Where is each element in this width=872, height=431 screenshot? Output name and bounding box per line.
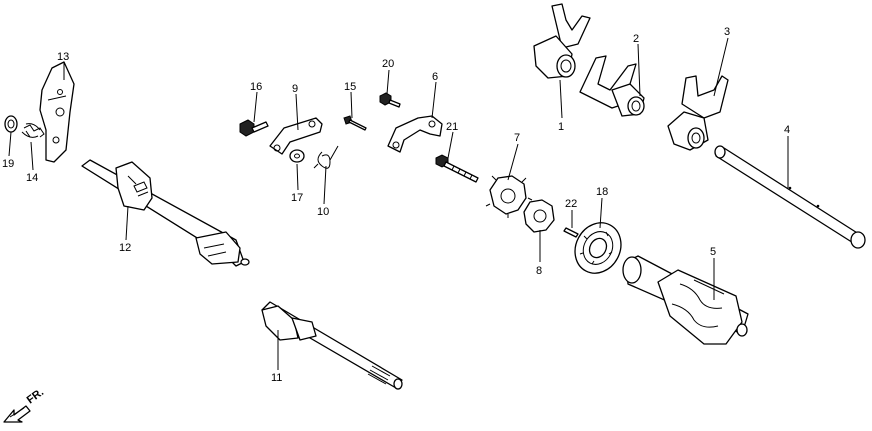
- part-1-shift-fork: [533, 3, 591, 79]
- arrow-left-down-icon: [3, 405, 31, 423]
- part-10-spring: [313, 145, 339, 169]
- part-19-clip: [4, 115, 18, 133]
- part-4-fork-shaft: [714, 145, 866, 249]
- callout-1: 1: [558, 121, 564, 133]
- callout-10: 10: [317, 206, 329, 218]
- part-17-washer: [289, 149, 305, 163]
- callout-6: 6: [432, 71, 438, 83]
- part-20-bolt: [379, 92, 401, 108]
- callout-9: 9: [292, 83, 298, 95]
- part-9-stopper-arm: [269, 117, 323, 155]
- callout-8: 8: [536, 265, 542, 277]
- part-6-plate: [387, 115, 443, 153]
- callout-18: 18: [596, 186, 608, 198]
- part-18-bearing: [574, 222, 622, 274]
- callout-17: 17: [291, 192, 303, 204]
- part-11-spindle: [261, 301, 403, 390]
- callout-22: 22: [565, 198, 577, 210]
- part-22-pin: [563, 227, 579, 238]
- callout-16: 16: [250, 81, 262, 93]
- callout-19: 19: [2, 158, 14, 170]
- part-13-lever-plate: [39, 61, 75, 163]
- callout-13: 13: [57, 51, 69, 63]
- part-12-gearshift-spindle: [81, 159, 250, 267]
- callout-labels: 1 2 3 4 5 6 7 8 9 10 11 12 13 14 15 16 1…: [2, 26, 790, 384]
- callout-5: 5: [710, 246, 716, 258]
- callout-15: 15: [344, 81, 356, 93]
- callout-21: 21: [446, 121, 458, 133]
- callout-20: 20: [382, 58, 394, 70]
- callout-4: 4: [784, 124, 790, 136]
- callout-11: 11: [271, 372, 282, 384]
- front-direction-label: FR.: [25, 386, 46, 406]
- part-5-shift-drum: [622, 255, 749, 345]
- part-16-bolt: [239, 119, 269, 137]
- callout-12: 12: [119, 242, 131, 254]
- callout-2: 2: [633, 33, 639, 45]
- part-3-shift-fork: [667, 75, 729, 151]
- front-direction-indicator: FR.: [3, 386, 46, 423]
- callout-7: 7: [514, 132, 520, 144]
- part-21-bolt: [435, 154, 479, 183]
- leader-lines: [8, 37, 789, 370]
- callout-14: 14: [26, 172, 38, 184]
- part-14-spring: [21, 123, 45, 138]
- callout-3: 3: [724, 26, 730, 38]
- part-15-screw: [343, 115, 367, 131]
- part-8-stopper-plate: [523, 199, 555, 233]
- part-7-drum-center: [485, 175, 533, 218]
- part-2-shift-fork: [579, 55, 645, 117]
